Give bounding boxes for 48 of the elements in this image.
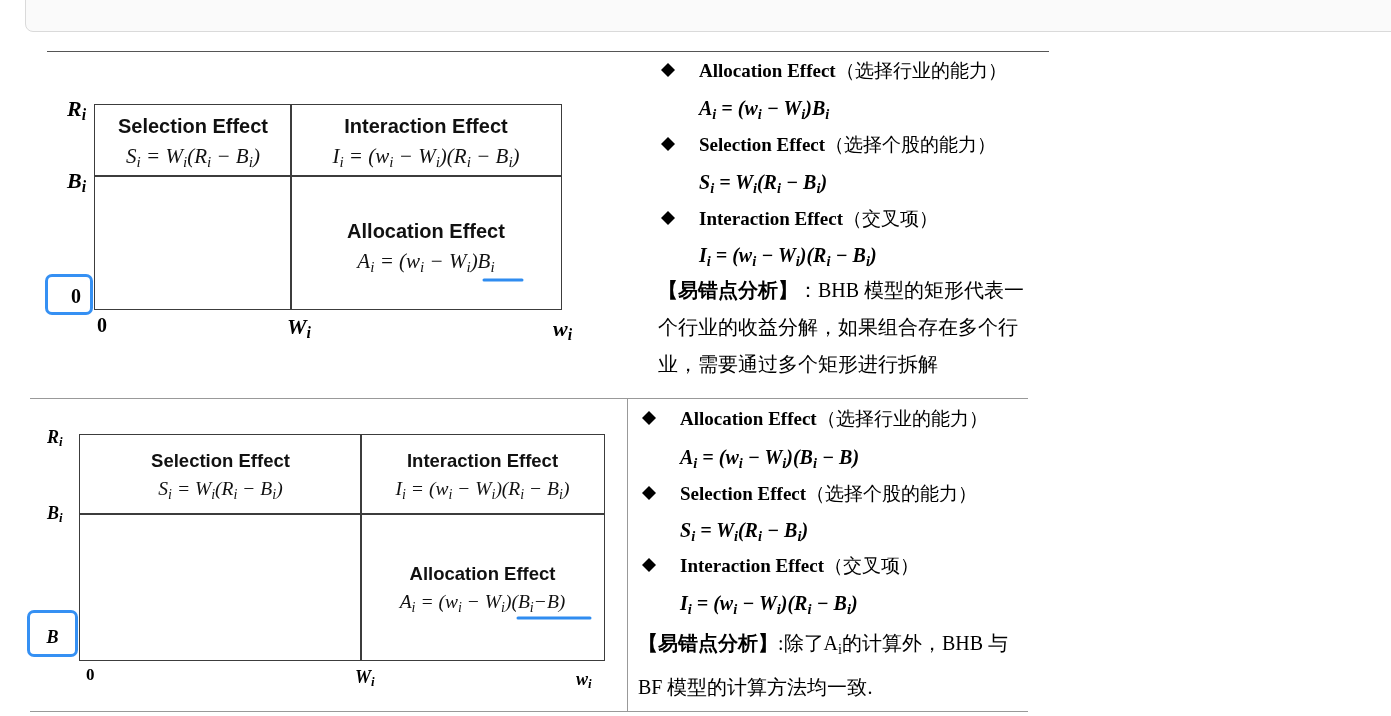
quadrant-cell — [360, 434, 605, 515]
quadrant-cell — [79, 513, 362, 661]
bullet-heading: Allocation Effect（选择行业的能力） — [699, 58, 1007, 83]
axis-label: B — [46, 628, 59, 648]
effect-title: Selection Effect — [151, 448, 290, 473]
bullet-heading: Allocation Effect（选择行业的能力） — [680, 406, 988, 431]
note-paragraph: 【易错点分析】:除了A$_{i}$的计算外，BHB 与 BF 模型的计算方法均一致. — [638, 631, 1010, 700]
formula: I$_{i}$ = (w$_{i}$ − W$_{i}$)(R$_{i}$ − B$_{i}$) — [680, 591, 858, 616]
quadrant-cell — [360, 513, 605, 661]
highlight-frame — [27, 610, 78, 657]
effect-title: Selection Effect — [117, 113, 268, 139]
formula: S$_{i}$ = W$_{i}$(R$_{i}$ − B$_{i}$) — [699, 170, 828, 195]
bullet-heading: Selection Effect（选择个股的能力） — [680, 481, 978, 506]
formula: I$_{i}$ = (w$_{i}$ − W$_{i}$)(R$_{i}$ − B$_{i}$) — [395, 476, 570, 503]
axis-label: 0 — [71, 285, 81, 307]
axis-label: w$_{i}$ — [553, 314, 573, 343]
formula: S$_{i}$ = W$_{i}$(R$_{i}$ − B$_{i}$) — [680, 518, 809, 543]
note-paragraph: 【易错点分析】：BHB 模型的矩形代表一个行业的收益分解，如果组合存在多个行业，需要通过多个矩形进行拆解 — [658, 277, 1026, 377]
quadrant-cell — [94, 175, 292, 310]
axis-label: R$_{i}$ — [47, 425, 63, 449]
bullet-heading: Interaction Effect（交叉项） — [680, 553, 920, 578]
axis-label: 0 — [86, 664, 95, 686]
quadrant-cell — [79, 434, 362, 515]
axis-label: W$_{i}$ — [355, 665, 375, 689]
axis-label: W$_{i}$ — [287, 312, 311, 341]
formula: A$_{i}$ = (w$_{i}$ − W$_{i}$)B$_{i}$ — [357, 247, 495, 276]
formula: I$_{i}$ = (w$_{i}$ − W$_{i}$)(R$_{i}$ − B$_{i}$) — [699, 243, 877, 268]
effect-title: Interaction Effect — [344, 113, 508, 139]
formula: A$_{i}$ = (w$_{i}$ − W$_{i}$)B$_{i}$ — [699, 96, 830, 121]
formula: S$_{i}$ = W$_{i}$(R$_{i}$ − B$_{i}$) — [158, 476, 283, 503]
quadrant-cell — [94, 104, 292, 177]
axis-label: 0 — [97, 313, 107, 338]
formula: A$_{i}$ = (w$_{i}$ − W$_{i}$)(B$_{i}$ − B) — [680, 445, 860, 470]
effect-title: Allocation Effect — [347, 218, 505, 244]
axis-label: B$_{i}$ — [47, 501, 63, 525]
effect-title: Allocation Effect — [409, 562, 556, 586]
formula: A$_{i}$ = (w$_{i}$ − W$_{i}$)(B$_{i}$−B) — [399, 590, 566, 616]
axis-label: R$_{i}$ — [67, 94, 87, 123]
bullet-heading: Interaction Effect（交叉项） — [699, 206, 939, 231]
formula: I$_{i}$ = (w$_{i}$ − W$_{i}$)(R$_{i}$ − B$_{i}$) — [332, 142, 520, 171]
axis-label: w$_{i}$ — [576, 667, 592, 691]
quadrant-cell — [290, 104, 562, 177]
effect-title: Interaction Effect — [406, 448, 559, 473]
quadrant-cell — [290, 175, 562, 310]
highlight-frame — [45, 274, 93, 315]
formula: S$_{i}$ = W$_{i}$(R$_{i}$ − B$_{i}$) — [126, 142, 260, 171]
axis-label: B$_{i}$ — [67, 166, 87, 195]
bullet-heading: Selection Effect（选择个股的能力） — [699, 132, 997, 157]
